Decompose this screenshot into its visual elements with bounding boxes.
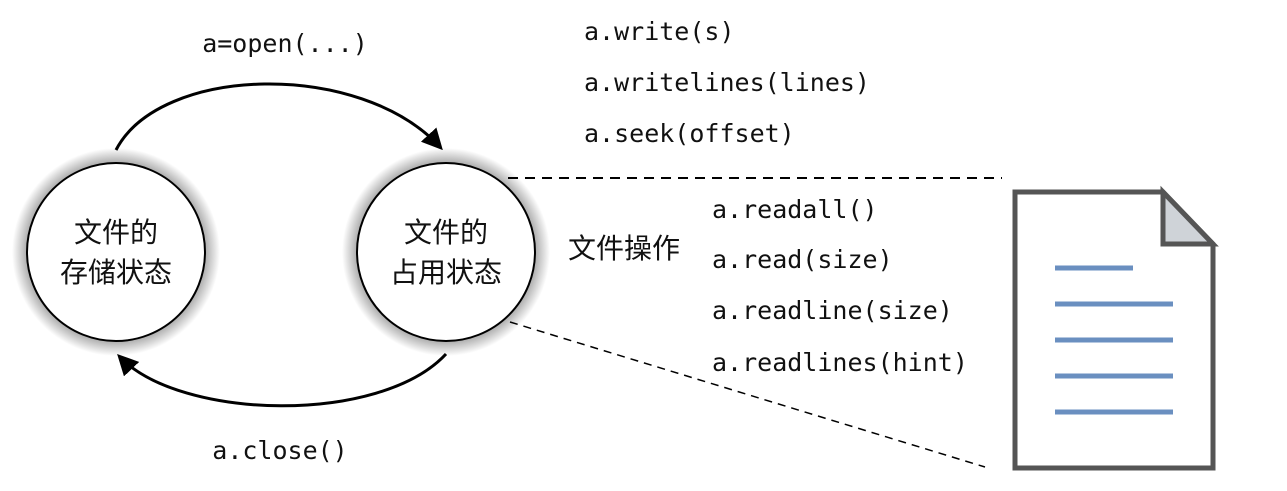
write-operations: a.write(s) a.writelines(lines) a.seek(of… — [584, 17, 870, 148]
document-icon — [1012, 185, 1219, 471]
occupied-state-circle — [356, 162, 536, 342]
close-label: a.close() — [212, 436, 347, 465]
lower-dashed-line — [509, 321, 986, 468]
occupied-state-line2: 占用状态 — [390, 256, 502, 289]
storage-state-line1: 文件的 — [74, 216, 158, 249]
read-op-3: a.readlines(hint) — [712, 348, 968, 377]
write-op-0: a.write(s) — [584, 17, 735, 46]
storage-state-line2: 存储状态 — [60, 256, 172, 289]
file-operations-label: 文件操作 — [568, 232, 680, 265]
document-page — [1012, 189, 1216, 471]
open-label: a=open(...) — [202, 29, 368, 58]
document-fold — [1160, 185, 1219, 247]
read-op-2: a.readline(size) — [712, 296, 953, 325]
write-op-1: a.writelines(lines) — [584, 68, 870, 97]
storage-state-circle — [26, 162, 206, 342]
open-arrow — [114, 82, 443, 151]
storage-state-node: 文件的 存储状态 — [12, 148, 220, 356]
occupied-state-line1: 文件的 — [404, 216, 488, 249]
read-op-0: a.readall() — [712, 195, 878, 224]
read-op-1: a.read(size) — [712, 245, 893, 274]
occupied-state-node: 文件的 占用状态 — [342, 148, 550, 356]
write-op-2: a.seek(offset) — [584, 119, 795, 148]
close-arrow — [117, 352, 448, 408]
read-operations: a.readall() a.read(size) a.readline(size… — [712, 195, 968, 377]
